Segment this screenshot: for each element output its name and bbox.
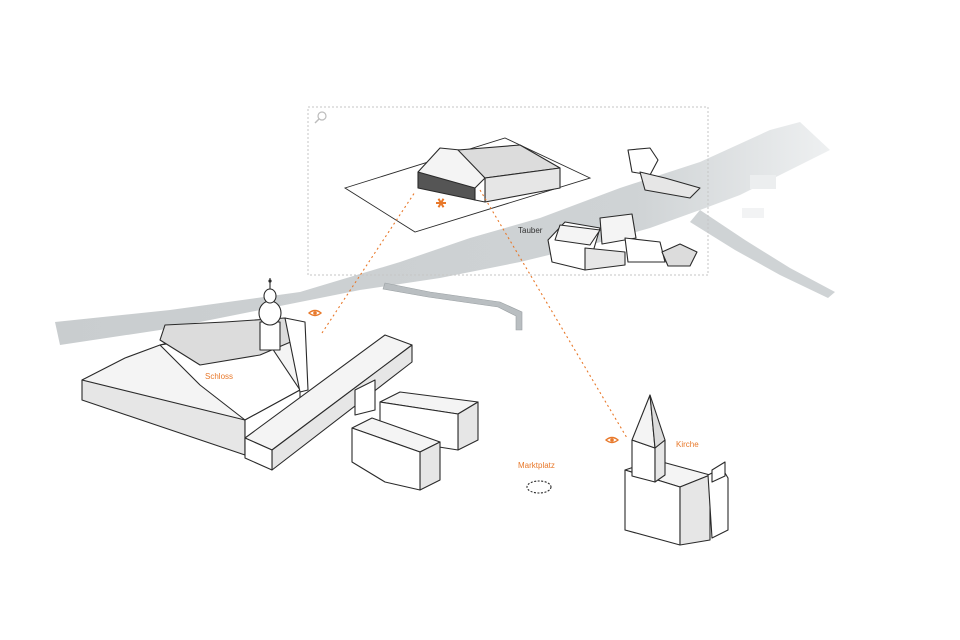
zoom-inset-frame [307,106,709,276]
church-label: Kirche [676,440,699,449]
magnifier-icon [314,111,327,124]
marktplatz-fountain [526,480,552,494]
riverside-buildings [547,147,701,271]
sight-line-church [479,189,628,439]
focus-building [343,137,592,233]
river-label: Tauber [518,226,543,235]
long-wing-building [244,334,413,471]
middle-block-buildings [351,391,479,491]
river-tauber [55,122,835,345]
eye-icon [604,436,620,444]
asterisk-icon [436,198,446,208]
castle-label: Schloss [205,372,233,381]
castle-complex [81,278,309,456]
eye-icon [307,309,323,317]
church-building [624,394,729,546]
sight-line-castle [321,191,416,334]
square-label: Marktplatz [518,461,555,470]
